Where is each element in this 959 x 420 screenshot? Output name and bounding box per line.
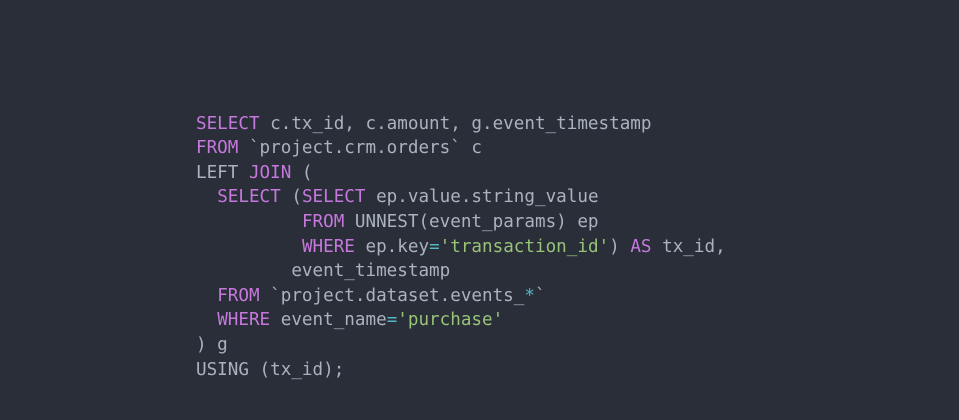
code-token-plain xyxy=(196,310,217,330)
code-token-wildcard: * xyxy=(524,285,535,306)
code-token-plain: `project.crm.orders` c xyxy=(238,138,482,159)
code-token-keyword: FROM xyxy=(301,211,345,232)
code-token-plain: ep.value.string_value xyxy=(365,187,599,208)
code-token-keyword: FROM xyxy=(217,285,260,306)
code-token-plain: event_timestamp xyxy=(196,261,451,282)
code-token-keyword: SELECT xyxy=(196,113,260,134)
code-token-plain: ( xyxy=(280,187,302,208)
code-token-plain: USING (tx_id); xyxy=(196,359,345,380)
code-token-plain xyxy=(196,286,217,306)
code-token-plain: ep.key xyxy=(354,236,430,257)
code-token-plain: ) xyxy=(609,236,631,257)
code-line: FROM UNNEST(event_params) ep xyxy=(196,210,726,235)
code-line: FROM `project.dataset.events_*` xyxy=(196,284,726,309)
code-line: event_timestamp xyxy=(196,259,726,284)
code-token-keyword: WHERE xyxy=(301,236,355,257)
code-line: USING (tx_id); xyxy=(196,358,726,383)
code-token-plain: c.tx_id, c.amount, g.event_timestamp xyxy=(259,113,652,134)
code-token-plain: event_name xyxy=(270,310,387,331)
code-token-plain xyxy=(196,237,302,257)
code-line: SELECT (SELECT ep.value.string_value xyxy=(196,185,726,210)
code-line: WHERE event_name='purchase' xyxy=(196,308,726,333)
code-token-plain xyxy=(196,212,302,232)
code-line: WHERE ep.key='transaction_id') AS tx_id, xyxy=(196,235,726,260)
code-token-keyword: WHERE xyxy=(217,310,271,331)
code-token-operator: = xyxy=(386,310,398,331)
code-token-plain: ` xyxy=(534,285,546,306)
code-token-plain: tx_id, xyxy=(651,236,726,257)
code-line: SELECT c.tx_id, c.amount, g.event_timest… xyxy=(196,112,726,137)
code-token-plain: `project.dataset.events_ xyxy=(259,285,525,306)
code-token-string: 'purchase' xyxy=(397,310,504,331)
code-token-keyword: FROM xyxy=(196,138,239,159)
code-token-keyword: JOIN xyxy=(248,162,292,183)
code-line: LEFT JOIN ( xyxy=(196,161,726,186)
code-line: ) g xyxy=(196,333,726,358)
code-token-plain xyxy=(196,187,217,207)
sql-code-block[interactable]: SELECT c.tx_id, c.amount, g.event_timest… xyxy=(196,112,726,383)
code-token-plain: ( xyxy=(291,162,313,183)
code-token-string: 'transaction_id' xyxy=(439,236,610,257)
code-token-plain: ) g xyxy=(196,334,228,355)
code-token-operator: = xyxy=(429,236,440,257)
code-token-keyword: AS xyxy=(630,236,652,257)
code-token-keyword: SELECT xyxy=(217,187,281,208)
code-line: FROM `project.crm.orders` c xyxy=(196,136,726,161)
code-token-plain: UNNEST(event_params) ep xyxy=(344,211,599,232)
code-token-plain: LEFT xyxy=(196,162,249,183)
code-token-keyword: SELECT xyxy=(301,187,366,208)
